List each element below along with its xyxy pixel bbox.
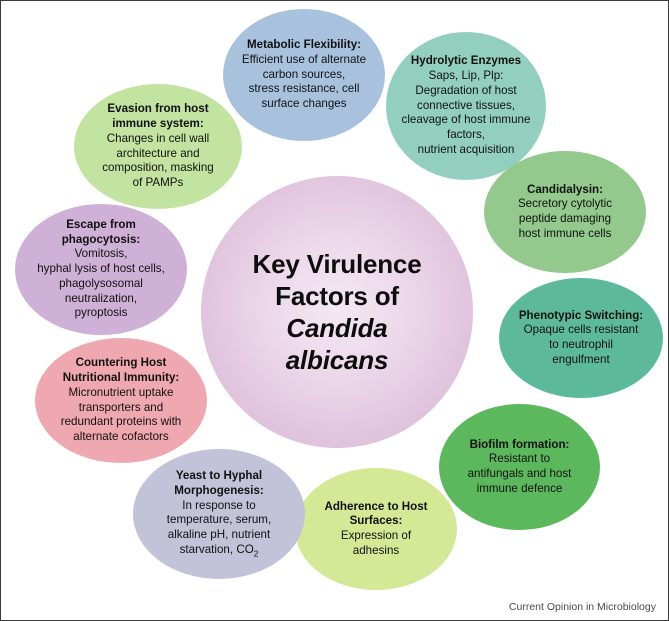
journal-credit: Current Opinion in Microbiology	[508, 601, 656, 613]
bubble-phenotypic-switching: Phenotypic Switching: Opaque cells resis…	[499, 278, 663, 398]
bubble-hydrolytic-enzymes: Hydrolytic Enzymes Saps, Lip, Plp:Degrad…	[386, 32, 546, 180]
figure-title-line1: Key Virulence	[252, 248, 422, 279]
bubble-metabolic-flexibility: Metabolic Flexibility: Efficient use of …	[223, 9, 385, 141]
figure-title-species-epithet: albicans	[285, 345, 389, 376]
figure-title: Key Virulence Factors of Candida albican…	[253, 248, 422, 377]
bubble-hydrolytic-enzymes-text: Hydrolytic Enzymes Saps, Lip, Plp:Degrad…	[401, 54, 531, 156]
center-circle: Key Virulence Factors of Candida albican…	[201, 176, 473, 448]
bubble-phenotypic-switching-title: Phenotypic Switching:	[518, 308, 644, 322]
bubble-candidalysin-title: Candidalysin:	[526, 182, 603, 196]
figure-title-line2: Factors of	[275, 280, 399, 311]
bubble-phenotypic-switching-text: Phenotypic Switching: Opaque cells resis…	[518, 308, 644, 366]
bubble-hydrolytic-enzymes-title: Hydrolytic Enzymes	[410, 54, 522, 68]
figure-title-species-genus: Candida	[286, 313, 388, 343]
bubble-metabolic-flexibility-text: Metabolic Flexibility: Efficient use of …	[241, 38, 367, 111]
bubble-biofilm-formation-title: Biofilm formation:	[469, 437, 570, 451]
bubble-metabolic-flexibility-title: Metabolic Flexibility:	[246, 38, 362, 52]
